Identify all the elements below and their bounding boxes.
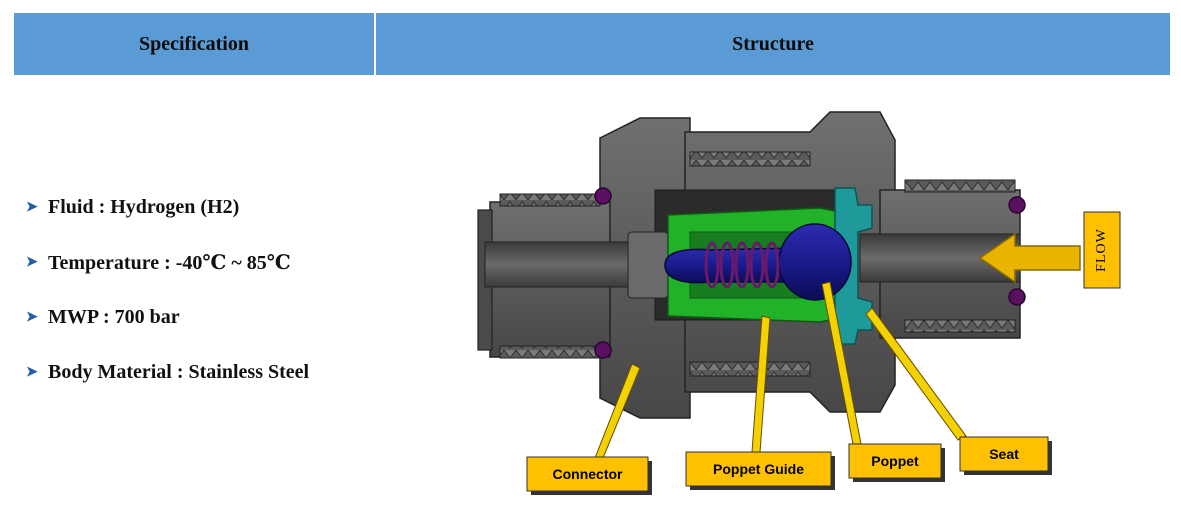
specification-header: Specification [139,32,249,55]
structure-header: Structure [732,32,814,55]
spec-item-body-material: ➤ Body Material : Stainless Steel [26,345,309,400]
flow-label: FLOW [1084,212,1120,288]
center-thread-bottom [689,361,811,377]
o-ring-icon [594,187,612,205]
header-bar [14,13,1170,75]
right-thread-bottom [904,319,1016,333]
seat-callout: Seat [989,446,1019,462]
spec-text: Temperature : -40℃ ~ 85℃ [48,252,291,274]
flow-label-text: FLOW [1094,228,1110,272]
o-ring-icon [1008,196,1026,214]
spec-item-temperature: ➤ Temperature : -40℃ ~ 85℃ [26,235,309,290]
arrow-bullet-icon: ➤ [26,310,38,325]
callout-leaders [594,281,967,459]
o-ring-icon [1008,288,1026,306]
spec-item-mwp: ➤ MWP : 700 bar [26,290,309,345]
bore-step [627,231,669,299]
spec-item-fluid: ➤ Fluid : Hydrogen (H2) [26,180,309,235]
callout-boxes [526,436,1052,495]
spec-text: Fluid : Hydrogen (H2) [48,196,240,218]
center-thread-top [689,151,811,167]
left-thread-top [499,193,601,207]
header-right-bg [376,13,1170,75]
arrow-bullet-icon: ➤ [26,255,38,270]
o-ring-icon [594,341,612,359]
spring [704,241,780,289]
poppet-callout: Poppet [871,453,919,469]
left-thread-bottom [499,345,601,359]
arrow-bullet-icon: ➤ [26,200,38,215]
spec-list: ➤ Fluid : Hydrogen (H2) ➤ Temperature : … [26,180,309,400]
flow-label-box [1083,211,1121,289]
inlet-bore [484,241,636,288]
flow-arrow-icon [978,232,1081,284]
poppet-part [664,223,852,301]
poppet-guide-callout: Poppet Guide [713,461,804,477]
right-thread-top [904,179,1016,193]
o-rings [594,187,1026,359]
header-left-bg [14,13,374,75]
connector-callout: Connector [552,466,623,482]
seat-part [834,187,873,345]
spec-text: Body Material : Stainless Steel [48,361,310,383]
arrow-bullet-icon: ➤ [26,365,38,380]
spec-text: MWP : 700 bar [48,306,180,328]
